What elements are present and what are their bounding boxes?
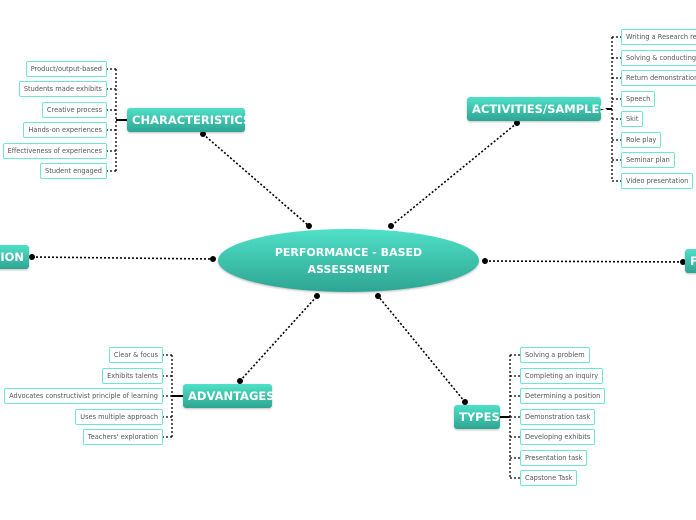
connector-dot bbox=[388, 223, 394, 229]
subtopic-types[interactable]: Determining a position bbox=[520, 388, 606, 404]
subtopic-types[interactable]: Demonstration task bbox=[520, 409, 596, 425]
topic-types[interactable]: TYPES bbox=[454, 405, 500, 429]
subtopic-types[interactable]: Capstone Task bbox=[520, 470, 578, 486]
subtopic-activities[interactable]: Return demonstration bbox=[621, 70, 696, 86]
central-topic[interactable]: PERFORMANCE - BASED ASSESSMENT bbox=[218, 229, 479, 292]
connector-dot bbox=[375, 293, 381, 299]
subtopic-characteristics[interactable]: Effectiveness of experiences bbox=[2, 143, 107, 159]
topic-right-partial[interactable]: F bbox=[685, 249, 696, 273]
subtopic-advantages[interactable]: Uses multiple approach bbox=[75, 409, 163, 425]
subtopic-types[interactable]: Presentation task bbox=[520, 450, 588, 466]
topic-advantages[interactable]: ADVANTAGES bbox=[183, 384, 275, 408]
subtopic-characteristics[interactable]: Student engaged bbox=[40, 163, 107, 179]
connector-dot bbox=[210, 256, 216, 262]
subtopic-characteristics[interactable]: Creative process bbox=[41, 102, 107, 118]
connector-dot bbox=[680, 259, 686, 265]
connector-dot bbox=[29, 254, 35, 260]
subtopic-activities[interactable]: Writing a Research re bbox=[621, 29, 696, 45]
subtopic-characteristics[interactable]: Product/output-based bbox=[25, 61, 107, 77]
subtopic-advantages[interactable]: Teachers' exploration bbox=[82, 429, 163, 445]
main-connector bbox=[377, 295, 466, 403]
main-connector bbox=[31, 256, 214, 260]
topic-activities-samples[interactable]: ACTIVITIES/SAMPLES bbox=[467, 97, 608, 121]
main-connector bbox=[239, 295, 318, 382]
connector-dot bbox=[314, 293, 320, 299]
subtopic-characteristics[interactable]: Students made exhibits bbox=[18, 81, 107, 97]
topic-characteristics[interactable]: CHARACTERISTICS bbox=[127, 108, 251, 132]
connector-dot bbox=[237, 378, 243, 384]
connector-dot bbox=[514, 120, 520, 126]
subtopic-advantages[interactable]: Clear & focus bbox=[108, 347, 163, 363]
subtopic-activities[interactable]: Speech bbox=[621, 91, 656, 107]
main-connector bbox=[202, 133, 310, 227]
subtopic-types[interactable]: Solving a problem bbox=[520, 347, 590, 363]
subtopic-activities[interactable]: Solving & conducting bbox=[621, 50, 696, 66]
central-title-line1: PERFORMANCE - BASED bbox=[274, 245, 423, 259]
topic-left-partial[interactable]: ION bbox=[0, 245, 29, 269]
main-connector bbox=[484, 260, 684, 263]
connector-dot bbox=[462, 399, 468, 405]
subtopic-activities[interactable]: Role play bbox=[621, 132, 662, 148]
connector-dot bbox=[306, 223, 312, 229]
subtopic-activities[interactable]: Video presentation bbox=[621, 173, 694, 189]
subtopic-types[interactable]: Completing an inquiry bbox=[520, 368, 604, 384]
subtopic-advantages[interactable]: Advocates constructivist principle of le… bbox=[4, 388, 163, 404]
subtopic-characteristics[interactable]: Hands-on experiences bbox=[23, 122, 107, 138]
subtopic-advantages[interactable]: Exhibits talents bbox=[102, 368, 163, 384]
subtopic-types[interactable]: Developing exhibits bbox=[520, 429, 596, 445]
central-title-line2: ASSESSMENT bbox=[307, 262, 390, 276]
connector-dot bbox=[482, 258, 488, 264]
main-connector bbox=[390, 122, 518, 227]
subtopic-activities[interactable]: Skit bbox=[621, 111, 644, 127]
connector-dot bbox=[200, 131, 206, 137]
subtopic-activities[interactable]: Seminar plan bbox=[621, 152, 675, 168]
